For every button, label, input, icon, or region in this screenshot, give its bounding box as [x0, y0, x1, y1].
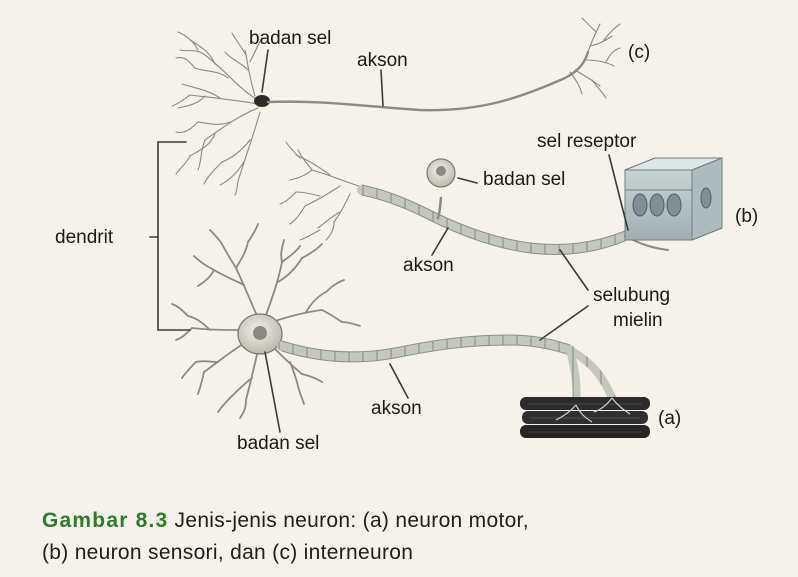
interneuron-terminals — [570, 18, 620, 98]
label-badan-sel-b: badan sel — [483, 170, 565, 189]
label-tag-c: (c) — [628, 43, 650, 62]
interneuron-dendrites — [172, 32, 262, 195]
label-tag-b: (b) — [735, 207, 758, 226]
label-akson-a: akson — [371, 399, 422, 418]
caption-line-1: Gambar 8.3 Jenis-jenis neuron: (a) neuro… — [42, 505, 529, 537]
caption-text-1: Jenis-jenis neuron: (a) neuron motor, — [175, 509, 529, 532]
label-badan-sel-c: badan sel — [249, 29, 331, 48]
label-tag-a: (a) — [658, 409, 681, 428]
receptor-cell-block — [625, 158, 722, 240]
caption-line-2: (b) neuron sensori, dan (c) interneuron — [42, 537, 529, 569]
sensory-axon — [362, 190, 625, 250]
label-dendrit: dendrit — [55, 228, 113, 247]
label-akson-b: akson — [403, 256, 454, 275]
label-mielin: mielin — [613, 311, 663, 330]
interneuron-axon — [268, 52, 588, 110]
label-badan-sel-a: badan sel — [237, 434, 319, 453]
label-selubung: selubung — [593, 286, 670, 305]
caption-title: Gambar 8.3 — [42, 509, 168, 532]
sensory-dendrites — [280, 142, 365, 240]
label-sel-reseptor: sel reseptor — [537, 132, 636, 151]
muscle-fibers — [520, 397, 650, 438]
label-akson-c: akson — [357, 51, 408, 70]
figure-caption: Gambar 8.3 Jenis-jenis neuron: (a) neuro… — [42, 505, 529, 569]
